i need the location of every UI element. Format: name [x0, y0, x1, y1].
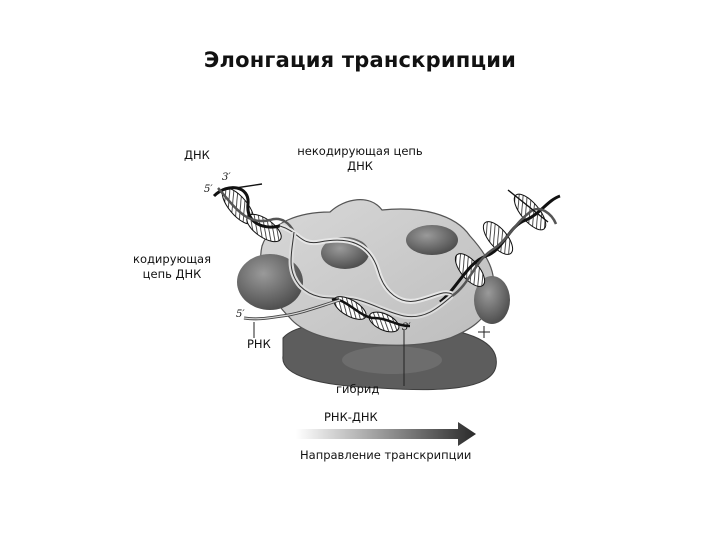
three-prime-mark-rna: 3′	[402, 322, 411, 333]
five-prime-mark-rna: 5′	[236, 309, 245, 320]
direction-label: Направление транскрипции	[300, 448, 472, 462]
rna-dna-hybrid	[331, 296, 411, 333]
rna-label: РНК	[247, 337, 271, 351]
subunit-top	[406, 225, 458, 255]
subunit-lower	[342, 346, 442, 374]
page-title: Элонгация транскрипции	[203, 48, 517, 72]
dna-label: ДНК	[184, 148, 210, 162]
hybrid-label: гибрид	[336, 382, 380, 396]
subunit-right	[474, 276, 510, 324]
dna-helix-right	[439, 189, 561, 304]
noncoding-strand-label: некодирующая цепь ДНК	[297, 144, 423, 173]
five-prime-mark-left: 5′	[204, 184, 213, 195]
dna-helix-left	[212, 183, 296, 243]
direction-arrow	[296, 422, 476, 446]
hybrid-label-2: РНК-ДНК	[324, 410, 378, 424]
three-prime-mark-top-left: 3′	[222, 172, 231, 183]
coding-strand-label: кодирующая цепь ДНК	[133, 252, 211, 281]
subunit-left	[237, 254, 303, 310]
